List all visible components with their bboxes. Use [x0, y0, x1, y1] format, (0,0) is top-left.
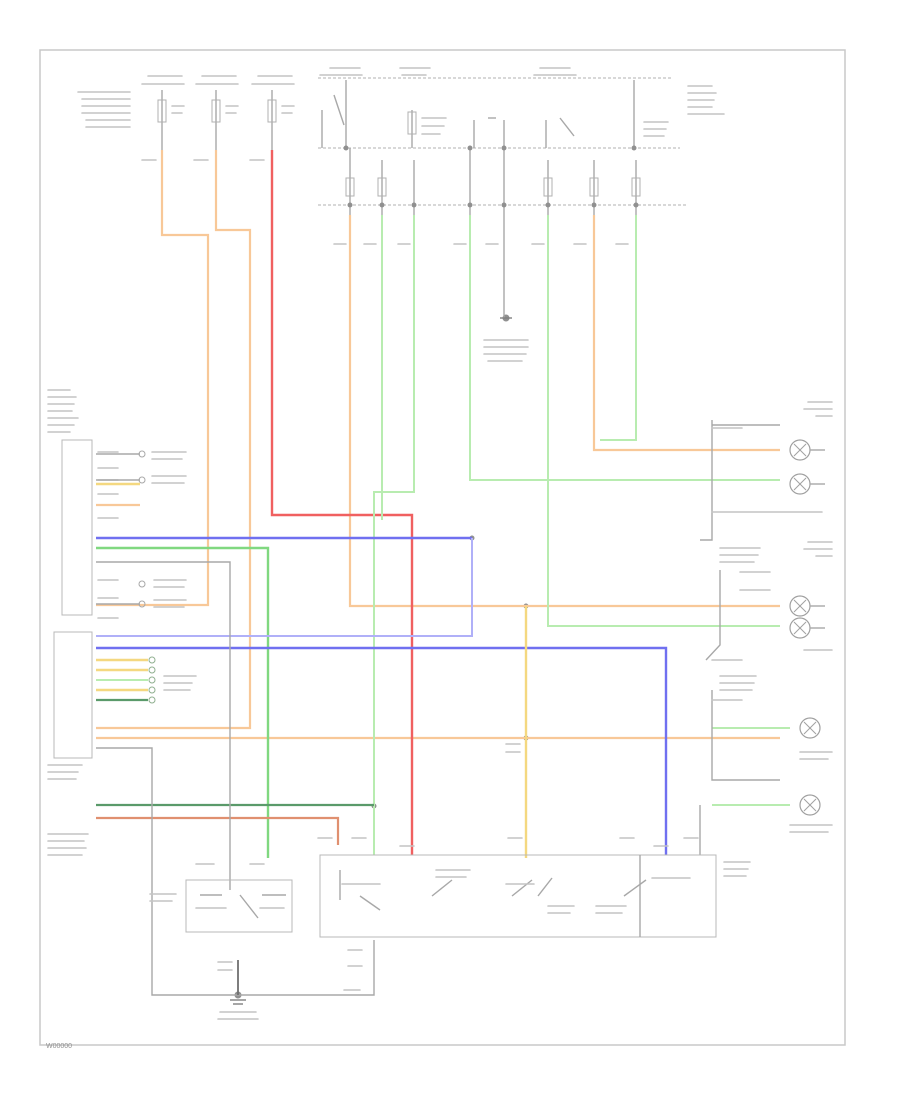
front-headlight-right	[712, 424, 825, 495]
right-lamp-labels	[711, 401, 833, 833]
left-control-module	[47, 389, 187, 619]
wire-gray-8	[711, 690, 780, 781]
fuse-left-3	[267, 90, 295, 150]
instrument-cluster-module	[47, 631, 197, 780]
front-headlight-left	[789, 595, 825, 639]
tail-lamp-right	[799, 794, 821, 816]
ground-symbol-bottom	[217, 999, 259, 1020]
relay-switch-4	[545, 80, 669, 148]
fuse-left-1	[157, 90, 185, 150]
wire-green-5	[600, 215, 637, 441]
wire-orange-3	[348, 215, 780, 608]
fuse-left-2	[211, 90, 239, 150]
wire-green-3	[469, 215, 780, 481]
switch-terminal-labels	[217, 743, 699, 991]
wire-red	[270, 150, 414, 855]
wire-orange-5	[592, 215, 780, 452]
relay-switch-1	[321, 80, 347, 148]
wire-rust	[96, 816, 340, 845]
wire-gray-4	[238, 940, 375, 996]
wire-blue-3	[96, 646, 668, 855]
diagram-frame	[39, 49, 846, 1046]
wire-orange-2	[96, 150, 252, 730]
top-fuse-section	[77, 67, 725, 245]
junction-dots	[234, 145, 639, 999]
headlamp-switch-box	[319, 854, 751, 938]
wire-gray-2	[96, 747, 238, 996]
wire-green-2	[373, 215, 415, 855]
wire-green-4	[547, 215, 780, 627]
clutch-switch-box	[149, 863, 293, 933]
diagram-id-label: W00000	[46, 1043, 72, 1050]
tail-lamp-left	[799, 717, 821, 739]
wire-gray-1	[96, 561, 231, 890]
fuse-header-labels	[77, 67, 725, 128]
wire-gray-7	[705, 570, 721, 661]
wire-blue-2	[96, 538, 473, 637]
wire-orange-1	[96, 150, 210, 607]
fuse-output-labels	[141, 159, 629, 245]
relay-switch-3	[473, 117, 505, 148]
wire-gray-6	[700, 420, 713, 541]
ground-symbol-top	[483, 317, 529, 362]
wire-green-1	[96, 546, 270, 858]
relay-coil-2	[407, 110, 447, 148]
auto-headlamp-sensor-label	[47, 833, 89, 856]
